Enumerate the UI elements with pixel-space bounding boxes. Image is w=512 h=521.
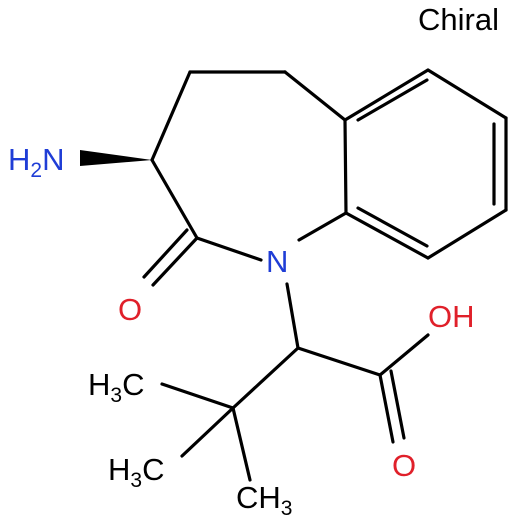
methyl-lower-label: H3C (108, 452, 164, 492)
bond-c4-c4a (283, 70, 347, 122)
bond-benz-2 (426, 68, 508, 120)
stereo-wedge-bond (80, 150, 152, 166)
methyl-upper-label: H3C (88, 367, 144, 407)
bond-benz-1 (343, 68, 430, 122)
ketone-oxygen-label: O (118, 292, 142, 327)
bond-n1-c9a (297, 211, 348, 242)
bond-cquat-me-lower (180, 406, 235, 458)
bond-benz-5-inner (356, 206, 429, 248)
acid-oxygen-label: O (392, 448, 416, 483)
bond-benz-4 (426, 208, 508, 260)
bond-carbonyl-1 (151, 236, 199, 287)
bond-co-1 (378, 373, 395, 444)
bond-carbonyl-2 (142, 228, 189, 279)
bond-c-oh (378, 333, 430, 377)
bond-c4-c3 (150, 70, 192, 162)
acid-hydroxyl-label: OH (428, 299, 475, 334)
bond-n1-calpha (285, 282, 300, 350)
bond-calpha-ccooh (296, 346, 382, 377)
bond-c2-n1 (195, 236, 263, 262)
bond-benz-6 (343, 118, 348, 215)
bond-calpha-cquat (231, 346, 300, 410)
amine-label: H2N (8, 142, 64, 182)
bond-cquat-me-bottom (231, 406, 252, 482)
bond-benz-5 (344, 211, 430, 260)
chiral-label: Chiral (418, 2, 499, 37)
bond-c3-c2 (150, 158, 199, 240)
ring-nitrogen-label: N (266, 244, 288, 279)
bond-benz-1-inner (356, 78, 429, 122)
methyl-bottom-label: CH3 (236, 480, 292, 520)
bond-cquat-me-upper (160, 382, 235, 410)
bond-co-2 (389, 369, 406, 440)
